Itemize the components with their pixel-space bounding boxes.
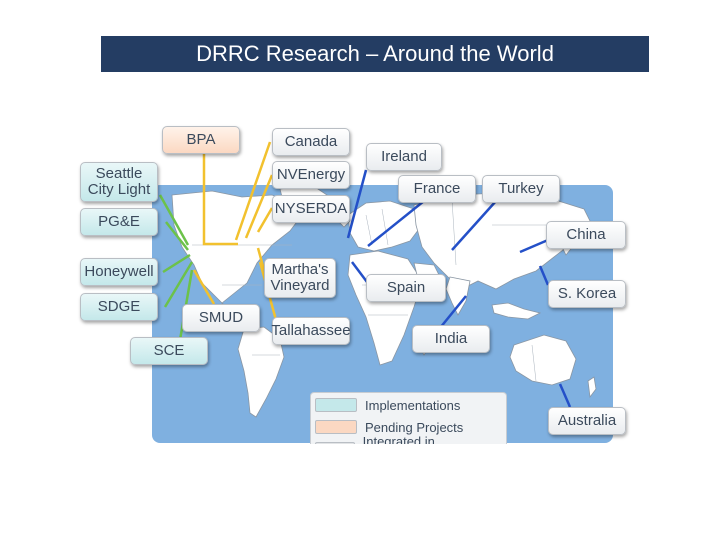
label-turkey: Turkey: [482, 175, 560, 203]
label-sdge: SDGE: [80, 293, 158, 321]
legend-swatch-implementations: [315, 398, 357, 412]
label-pge: PG&E: [80, 208, 158, 236]
label-s-korea: S. Korea: [548, 280, 626, 308]
india-landmass: [445, 276, 471, 316]
label-india: India: [412, 325, 490, 353]
australia-landmass: [509, 334, 577, 386]
new-zealand: [587, 376, 597, 399]
legend-label-pending: Pending Projects: [365, 419, 464, 435]
label-canada: Canada: [272, 128, 350, 156]
label-sce: SCE: [130, 337, 208, 365]
legend-row-implementations: Implementations: [315, 395, 506, 415]
label-bpa: BPA: [162, 126, 240, 154]
label-honeywell: Honeywell: [80, 258, 158, 286]
label-australia: Australia: [548, 407, 626, 435]
label-france: France: [398, 175, 476, 203]
label-china: China: [546, 221, 626, 249]
legend-swatch-pending: [315, 420, 357, 434]
legend-row-in-development: Integrated in Development: [315, 434, 506, 444]
label-marthas-vineyard: Martha's Vineyard: [264, 258, 336, 298]
map-legend: Implementations Pending Projects Integra…: [310, 392, 507, 444]
label-smud: SMUD: [182, 304, 260, 332]
page-title: DRRC Research – Around the World: [101, 36, 649, 72]
legend-swatch-in-development: [315, 442, 355, 444]
label-nvenergy: NVEnergy: [272, 161, 350, 189]
label-nyserda: NYSERDA: [272, 195, 350, 223]
indonesia: [491, 302, 542, 320]
label-seattle-city-light: Seattle City Light: [80, 162, 158, 202]
label-tallahassee: Tallahassee: [271, 317, 351, 345]
label-ireland: Ireland: [366, 143, 442, 171]
legend-label-implementations: Implementations: [365, 397, 461, 413]
africa: [347, 250, 423, 366]
legend-row-pending: Pending Projects: [315, 417, 506, 437]
label-spain: Spain: [366, 274, 446, 302]
legend-label-in-development: Integrated in Development: [362, 434, 435, 444]
border-line: [531, 344, 537, 382]
